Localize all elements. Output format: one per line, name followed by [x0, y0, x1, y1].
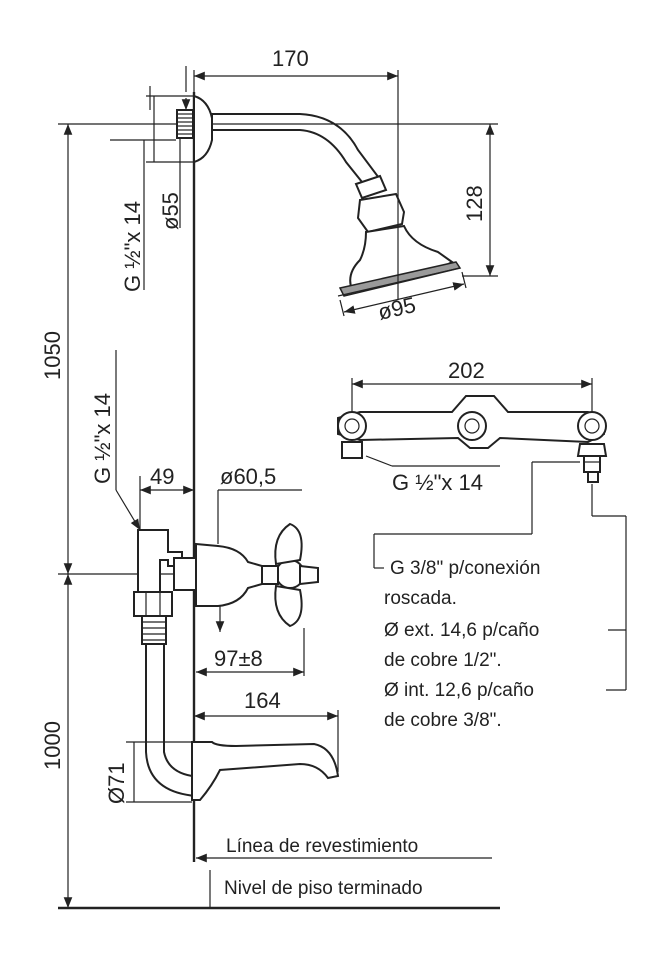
dim-spout-flange-diameter: Ø71 [104, 762, 129, 804]
note-line-1: G 3/8" p/conexión [390, 558, 540, 579]
connection-note: G 3/8" p/conexión roscada. Ø ext. 14,6 p… [384, 558, 540, 731]
dim-valve-offset: 49 [150, 464, 174, 489]
dim-handle-projection: 97±8 [214, 646, 263, 671]
label-inlet-thread: G ½"x 14 [392, 470, 483, 495]
label-valve-thread: G ½"x 14 [90, 393, 115, 484]
dim-total-height-upper: 1050 [40, 331, 65, 380]
dim-shower-arm-reach: 170 [272, 46, 309, 71]
note-line-4: de cobre 1/2". [384, 650, 502, 671]
dim-shower-head-diameter: ø95 [376, 292, 419, 325]
spout [191, 741, 340, 801]
label-floor-line: Nivel de piso terminado [224, 878, 423, 899]
valve-assembly [133, 522, 319, 798]
dim-valve-centers: 202 [448, 358, 485, 383]
note-line-6: de cobre 3/8". [384, 710, 502, 731]
valve-set-top-view [337, 395, 608, 483]
dim-shower-drop: 128 [462, 185, 487, 222]
label-wall-line: Línea de revestimiento [226, 836, 418, 857]
dim-spout-reach: 164 [244, 688, 281, 713]
note-line-3: Ø ext. 14,6 p/caño [384, 620, 539, 641]
note-line-2: roscada. [384, 588, 457, 609]
dim-handle-diameter: ø60,5 [220, 464, 276, 489]
note-line-5: Ø int. 12,6 p/caño [384, 680, 534, 701]
label-shower-thread: G ½"x 14 [120, 201, 145, 292]
dim-flange-diameter: ø55 [158, 192, 183, 230]
dim-total-height-lower: 1000 [40, 721, 65, 770]
shower-arm-assembly [176, 94, 462, 297]
